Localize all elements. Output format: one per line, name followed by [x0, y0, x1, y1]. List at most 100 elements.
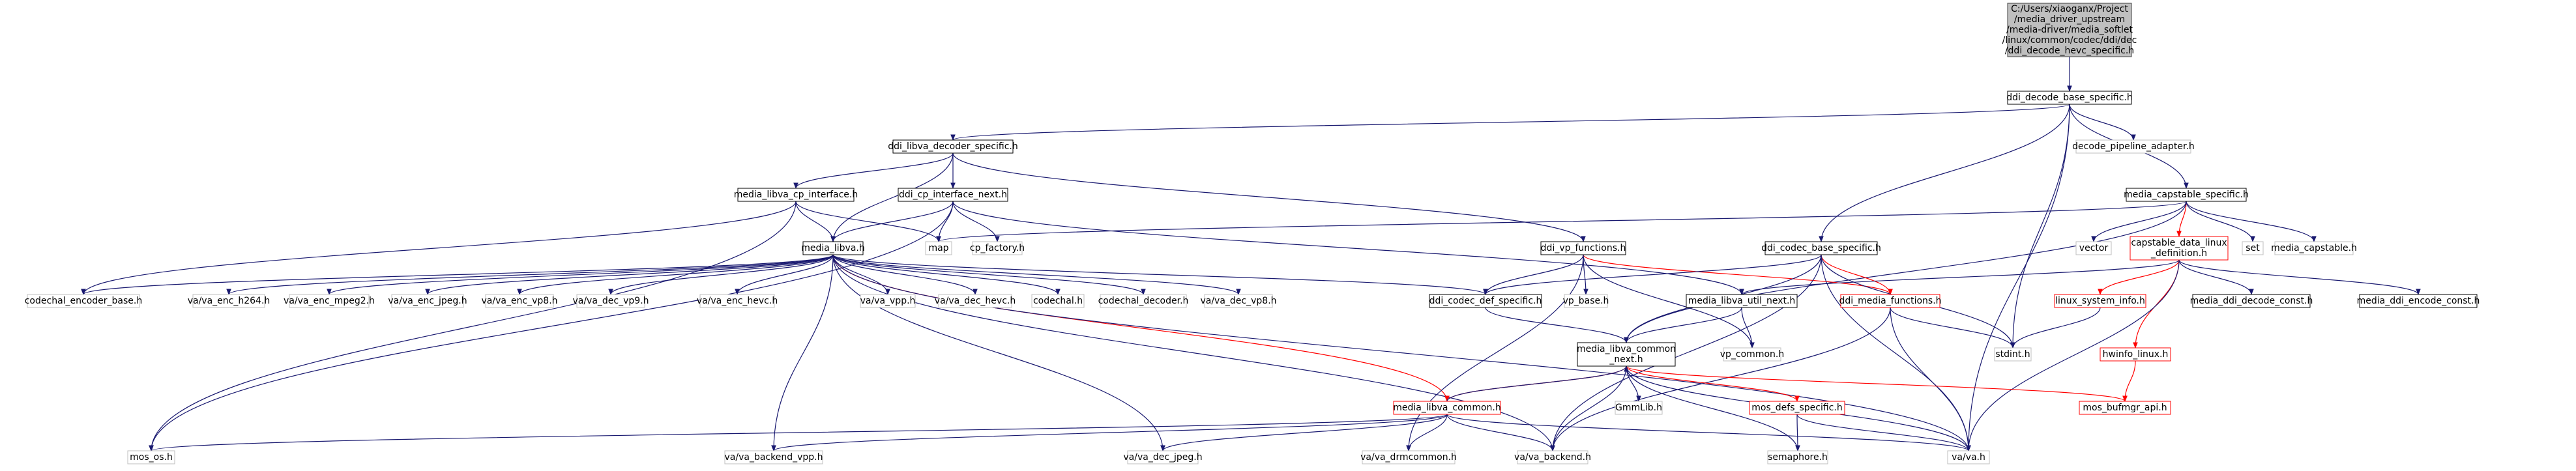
edge-ddi-decode-base-specific-to-decode-pipeline-adapter	[2069, 104, 2136, 141]
edge-ddi-cp-interface-next-to-mos-os	[149, 201, 954, 451]
node-media-libva-common[interactable]: media_libva_common.h	[1393, 401, 1501, 415]
node-va-enc-h264: va/va_enc_h264.h	[188, 294, 270, 308]
edge-mos-defs-specific-to-semaphore	[1795, 414, 1800, 451]
edge-capstable-data-linux-to-media-ddi-encode-const	[2178, 259, 2421, 295]
node-media-ddi-decode-const[interactable]: media_ddi_decode_const.h	[2190, 294, 2313, 308]
edge-media-capstable-specific-to-vector	[2091, 201, 2187, 242]
node-box	[2274, 241, 2354, 255]
node-ddi-libva-decoder-specific[interactable]: ddi_libva_decoder_specific.h	[888, 139, 1018, 154]
edge-media-libva-common-next-to-va-backend	[1550, 365, 1627, 451]
edge-ddi-libva-decoder-specific-to-media-libva	[830, 152, 954, 242]
node-box	[1577, 342, 1676, 367]
node-label: ddi_media_functions.h	[1839, 296, 1941, 306]
node-box	[1362, 450, 1456, 464]
node-va: va/va.h	[1947, 450, 1990, 464]
node-mos-bufmgr-api[interactable]: mos_bufmgr_api.h	[2079, 401, 2171, 415]
node-va-enc-jpeg: va/va_enc_jpeg.h	[388, 294, 467, 308]
node-label: va/va_enc_vp8.h	[481, 296, 557, 306]
edge-layer	[81, 56, 2421, 451]
node-label: va/va_dec_jpeg.h	[1123, 452, 1202, 463]
node-va-backend: va/va_backend.h	[1514, 450, 1591, 464]
edge-media-libva-common-to-va	[1446, 414, 1971, 451]
node-mos-defs-specific[interactable]: mos_defs_specific.h	[1749, 401, 1845, 415]
node-root[interactable]: C:/Users/xiaoganx/Project/media_driver_u…	[2002, 3, 2137, 57]
edge-media-libva-to-va-backend	[832, 254, 1555, 451]
node-label: media_capstable.h	[2271, 243, 2357, 253]
node-ddi-decode-base-specific[interactable]: ddi_decode_base_specific.h	[2006, 91, 2133, 105]
node-label: _definition.h	[2150, 248, 2207, 259]
node-media-libva-util-next[interactable]: media_libva_util_next.h	[1686, 294, 1798, 308]
node-ddi-codec-base-specific[interactable]: ddi_codec_base_specific.h	[1761, 241, 1881, 255]
node-label: linux_system_info.h	[2055, 296, 2145, 306]
edge-media-capstable-specific-to-capstable-data-linux	[2176, 201, 2187, 237]
node-box	[1947, 450, 1990, 464]
node-linux-system-info[interactable]: linux_system_info.h	[2054, 294, 2146, 308]
edge-media-libva-to-va-dec-jpeg	[832, 254, 1165, 451]
edge-media-libva-util-next-to-vp-common	[1741, 307, 1755, 349]
edge-media-libva-common-to-va-drmcommon	[1406, 414, 1448, 451]
node-label: decode_pipeline_adapter.h	[2072, 141, 2195, 152]
node-codechal: codechal.h	[1031, 294, 1085, 308]
node-label: ddi_vp_functions.h	[1541, 243, 1626, 253]
node-va-vpp: va/va_vpp.h	[860, 294, 916, 308]
node-box	[802, 241, 864, 255]
node-label: ddi_codec_def_specific.h	[1429, 296, 1542, 306]
node-box	[289, 294, 370, 308]
node-box	[1749, 401, 1845, 415]
node-media-libva[interactable]: media_libva.h	[801, 241, 865, 255]
node-ddi-vp-functions[interactable]: ddi_vp_functions.h	[1540, 241, 1626, 255]
edge-media-libva-to-codechal-decoder	[832, 254, 1146, 295]
node-box	[2100, 347, 2171, 362]
node-ddi-codec-def-specific[interactable]: ddi_codec_def_specific.h	[1429, 294, 1542, 308]
edge-media-libva-common-to-va-dec-jpeg	[1160, 414, 1448, 451]
node-decode-pipeline-adapter: decode_pipeline_adapter.h	[2072, 139, 2195, 154]
node-va-dec-hevc: va/va_dec_hevc.h	[935, 294, 1016, 308]
node-box	[1994, 347, 2032, 362]
node-label: va/va_enc_jpeg.h	[388, 296, 467, 306]
node-label: media_capstable_specific.h	[2124, 190, 2249, 200]
node-label: mos_os.h	[130, 452, 173, 463]
node-label: stdint.h	[1995, 349, 2030, 360]
node-label: codechal.h	[1033, 296, 1083, 306]
edge-ddi-codec-def-specific-to-media-libva-common-next	[1485, 307, 1629, 343]
edge-ddi-media-functions-to-va-backend	[1550, 307, 1891, 451]
node-label: ddi_cp_interface_next.h	[899, 190, 1007, 200]
edge-media-libva-to-va-enc-h264	[226, 254, 834, 295]
edge-ddi-decode-base-specific-to-ddi-codec-base-specific	[1819, 104, 2070, 242]
edge-media-libva-util-next-to-media-libva-common-next	[1624, 307, 1742, 343]
node-box	[1764, 241, 1878, 255]
edge-ddi-cp-interface-next-to-cp-factory	[952, 201, 1000, 242]
node-label: media_libva_common.h	[1393, 403, 1500, 413]
node-ddi-media-functions[interactable]: ddi_media_functions.h	[1839, 294, 1942, 308]
edge-media-libva-to-va-dec-vp9	[608, 254, 834, 295]
edge-media-libva-common-next-to-semaphore	[1626, 365, 1800, 451]
edge-media-libva-common-to-media-libva-common-next	[1446, 365, 1629, 402]
node-media-libva-common-next[interactable]: media_libva_common_next.h	[1577, 342, 1676, 367]
node-label: va/va_backend.h	[1514, 452, 1591, 463]
edge-ddi-codec-base-specific-to-va-backend	[1550, 254, 1822, 451]
node-ddi-cp-interface-next[interactable]: ddi_cp_interface_next.h	[898, 188, 1008, 202]
node-box	[27, 294, 140, 308]
node-box	[2075, 139, 2191, 154]
node-label: GmmLib.h	[1615, 403, 1662, 413]
node-label: _next.h	[1609, 354, 1643, 365]
node-label: semaphore.h	[1768, 452, 1828, 463]
edge-media-libva-common-next-to-mos-defs-specific	[1626, 365, 1800, 402]
node-media-ddi-encode-const[interactable]: media_ddi_encode_const.h	[2357, 294, 2480, 308]
edge-media-capstable-specific-to-media-capstable	[2186, 201, 2317, 242]
node-media-capstable-specific[interactable]: media_capstable_specific.h	[2124, 188, 2249, 202]
node-capstable-data-linux[interactable]: capstable_data_linux_definition.h	[2130, 236, 2229, 261]
node-box	[1204, 294, 1273, 308]
edge-mos-defs-specific-to-va	[1796, 414, 1971, 451]
node-box	[192, 294, 265, 308]
node-semaphore: semaphore.h	[1767, 450, 1828, 464]
node-media-libva-cp-interface[interactable]: media_libva_cp_interface.h	[734, 188, 858, 202]
edge-media-libva-to-codechal	[832, 254, 1061, 295]
edge-capstable-data-linux-to-va	[1966, 259, 2180, 451]
edge-media-libva-common-to-mos-os	[149, 414, 1448, 451]
node-hwinfo-linux[interactable]: hwinfo_linux.h	[2100, 347, 2171, 362]
node-box	[1127, 450, 1199, 464]
node-label: /media_driver_upstream	[2014, 14, 2125, 25]
node-va-drmcommon: va/va_drmcommon.h	[1360, 450, 1457, 464]
